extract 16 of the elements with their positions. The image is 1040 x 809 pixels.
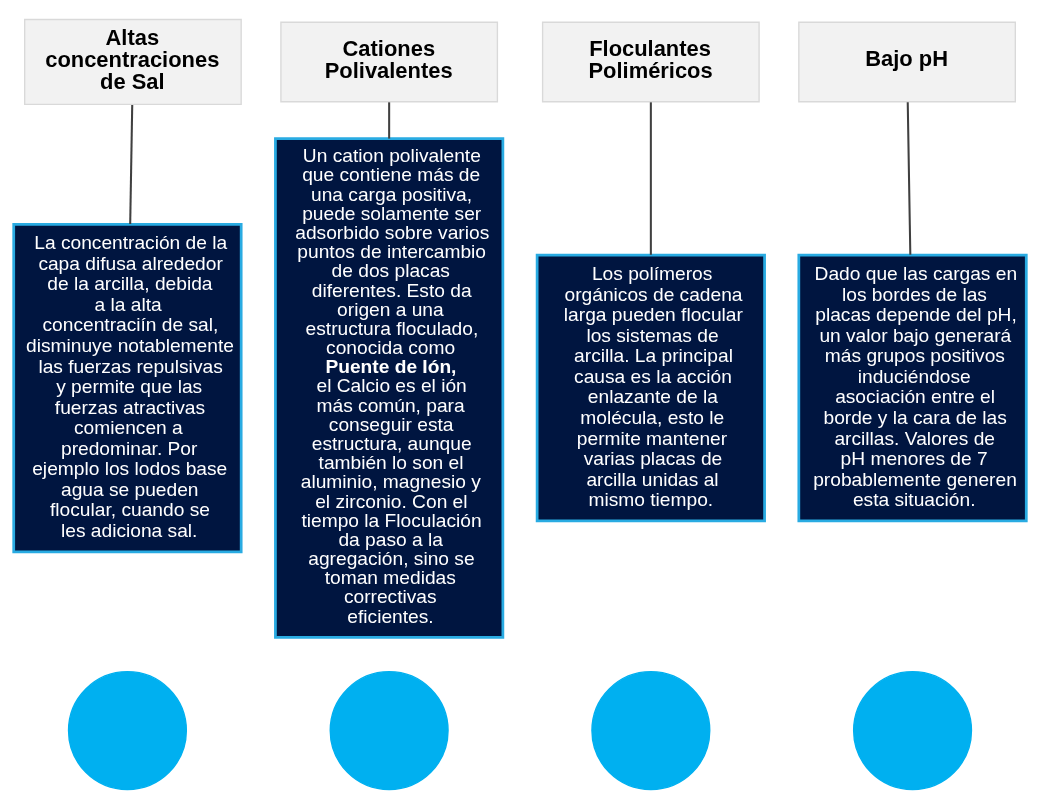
node-box: Dado que las cargas en los bordes de las placas depende del pH, un valor bajo generará más grupos positivos induciéndose asociación entre el borde y la cara de las arcillas. Valores de pH menores de 7 probablemente generen esta situación. bbox=[797, 253, 1028, 523]
node-box: Los polímeros orgánicos de cadena larga pueden flocular los sistemas de arcilla. La principal causa es la acción enlazante de la molécula, esto le permite mantener varias placas de arcilla unidas al mismo tiempo. bbox=[535, 253, 766, 523]
node-circle bbox=[852, 671, 973, 791]
connector bbox=[129, 104, 134, 225]
connector bbox=[649, 102, 652, 255]
connector bbox=[906, 102, 912, 255]
node-box: Cationes Polivalentes bbox=[280, 21, 499, 103]
node-box: Floculantes Poliméricos bbox=[541, 21, 760, 103]
node-box: Altas concentraciones de Sal bbox=[24, 18, 242, 106]
node-box: La concentración de la capa difusa alrededor de la arcilla, debida a la alta concentraciín de sal, disminuye notablemente las fuerzas repulsivas y permite que las fuerzas atractivas comiencen a predominar. Por ejemplo los lodos base agua se pueden flocular, cuando se les adiciona sal. bbox=[12, 222, 243, 554]
node-box: Bajo pH bbox=[798, 21, 1016, 103]
node-circle bbox=[329, 671, 449, 791]
node-box: Un cation polivalente que contiene más de una carga positiva, puede solamente ser adsorbido sobre varios puntos de intercambio de dos placas diferentes. Esto da origen a una estructura floculado, conocida como Puente de Ión, el Calcio es el ión más común, para conseguir esta estructura, aunque también lo son el aluminio, magnesio y el zirconio. Con el tiempo la Floculación da paso a la agregación, sino se toman medidas correctivas eficientes. bbox=[274, 137, 505, 639]
node-circle bbox=[591, 671, 711, 791]
connector bbox=[388, 102, 391, 139]
node-circle bbox=[67, 671, 188, 791]
